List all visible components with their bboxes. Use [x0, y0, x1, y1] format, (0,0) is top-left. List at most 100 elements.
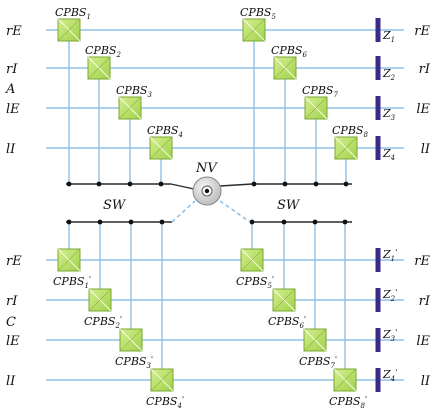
detector-label: Z1'	[382, 248, 397, 263]
nv-link	[219, 183, 253, 187]
pbs-label-index: 3	[146, 362, 151, 370]
pbs-label-index: 8	[360, 402, 365, 410]
pbs-label: CPBS6	[271, 44, 307, 59]
detector-label: Z1	[382, 29, 395, 44]
junction-dot	[281, 219, 287, 225]
row-label-left: lI	[6, 142, 16, 157]
label-layer: CPBS1CPBS2CPBS3CPBS4CPBS5CPBS6CPBS7CPBS8…	[5, 6, 431, 410]
pbs-bottom-left	[88, 288, 112, 312]
detector-bar	[375, 248, 381, 272]
detector-label-index: 2	[390, 295, 396, 303]
pbs-label-index: 8	[363, 131, 368, 139]
detector-label: Z2'	[382, 288, 397, 303]
detector-label: Z3	[382, 107, 396, 122]
nv-link-dashed	[171, 200, 196, 223]
junction-dot	[343, 181, 349, 187]
row-label-right-base: rI	[419, 62, 431, 77]
detector-label-prime: '	[395, 248, 397, 257]
row-label-right: lI	[421, 374, 431, 389]
detector-label-index: 3	[391, 335, 396, 343]
junction-dot	[66, 181, 72, 187]
pbs-diagonal	[149, 136, 173, 160]
row-label-left-base: rE	[6, 24, 22, 39]
pbs-top-right	[242, 18, 266, 42]
pbs-label: CPBS7'	[299, 355, 337, 370]
detector-label-index: 1	[391, 36, 395, 44]
detector-label: Z4'	[382, 368, 397, 383]
switch-label-right: SW	[277, 198, 301, 213]
detector-bar	[375, 136, 381, 160]
pbs-label-index: 2	[115, 51, 121, 59]
pbs-label: CPBS4	[147, 124, 183, 139]
pbs-label: CPBS5	[240, 6, 276, 21]
pbs-label: CPBS7	[302, 84, 338, 99]
nv-core	[204, 188, 210, 194]
pbs-label-index: 5	[267, 282, 272, 290]
row-label-left-base: rI	[6, 62, 18, 77]
row-label-left-base: lE	[6, 334, 20, 349]
pbs-diagonal	[119, 328, 143, 352]
pbs-label-prime: '	[151, 355, 153, 364]
nv-label-base: NV	[195, 161, 218, 176]
pbs-diagonal	[88, 288, 112, 312]
detector-bar	[375, 96, 381, 120]
detector-label-prime: '	[395, 368, 397, 377]
pbs-bottom-left	[119, 328, 143, 352]
switch-label-left: SW	[103, 198, 127, 213]
pbs-bottom-right	[272, 288, 296, 312]
detector-label-prime: '	[395, 288, 397, 297]
pbs-label-index: 1	[86, 13, 90, 21]
pbs-label: CPBS6'	[268, 315, 306, 330]
junction-dot	[158, 181, 164, 187]
row-label-right: rE	[414, 254, 430, 269]
detector-label-index: 4	[390, 154, 395, 162]
pbs-bottom-right	[240, 248, 264, 272]
pbs-bottom-left	[150, 368, 174, 392]
pbs-label-prime: '	[89, 275, 91, 284]
detector-label-base: Z	[382, 248, 391, 261]
detector-label: Z4	[382, 147, 395, 162]
row-label-right: rE	[414, 24, 430, 39]
pbs-top-left	[57, 18, 81, 42]
junction-dot	[128, 219, 134, 225]
pbs-diagonal	[334, 136, 358, 160]
detector-label-base: Z	[382, 147, 391, 160]
row-label-right-base: lE	[416, 334, 430, 349]
pbs-diagonal	[303, 328, 327, 352]
pbs-label: CPBS2'	[84, 315, 122, 330]
row-label-left: lE	[6, 102, 20, 117]
detector-label-base: Z	[382, 107, 391, 120]
pbs-label-prime: '	[120, 315, 122, 324]
pbs-label-base: CPBS	[55, 6, 87, 19]
pbs-label-prime: '	[365, 395, 367, 404]
detector-label-base: Z	[382, 368, 391, 381]
pbs-label: CPBS1	[55, 6, 91, 21]
detector-bar	[375, 328, 381, 352]
pbs-label-base: CPBS	[147, 124, 179, 137]
pbs-diagonal	[57, 248, 81, 272]
pbs-label-base: CPBS	[299, 355, 331, 368]
pbs-label-prime: '	[272, 275, 274, 284]
row-label-right-base: rI	[419, 294, 431, 309]
pbs-label: CPBS5'	[236, 275, 274, 290]
nv-link-dashed	[219, 200, 251, 223]
pbs-label-index: 3	[147, 91, 152, 99]
pbs-label-base: CPBS	[116, 84, 148, 97]
detector-label-base: Z	[382, 328, 391, 341]
detector-label-base: Z	[382, 288, 391, 301]
section-label-top: A	[5, 82, 15, 97]
row-label-right-base: rE	[414, 24, 430, 39]
pbs-diagonal	[57, 18, 81, 42]
detector-label-index: 2	[390, 74, 396, 82]
detector-label: Z3'	[382, 328, 397, 343]
pbs-label: CPBS2	[85, 44, 121, 59]
pbs-bottom-right	[303, 328, 327, 352]
row-label-left-base: lI	[6, 142, 16, 157]
pbs-top-left	[118, 96, 142, 120]
pbs-label: CPBS3'	[115, 355, 153, 370]
pbs-label-index: 7	[330, 362, 335, 370]
junction-dot	[97, 219, 103, 225]
nv-link	[170, 183, 195, 190]
section-label-bottom: C	[6, 315, 16, 330]
